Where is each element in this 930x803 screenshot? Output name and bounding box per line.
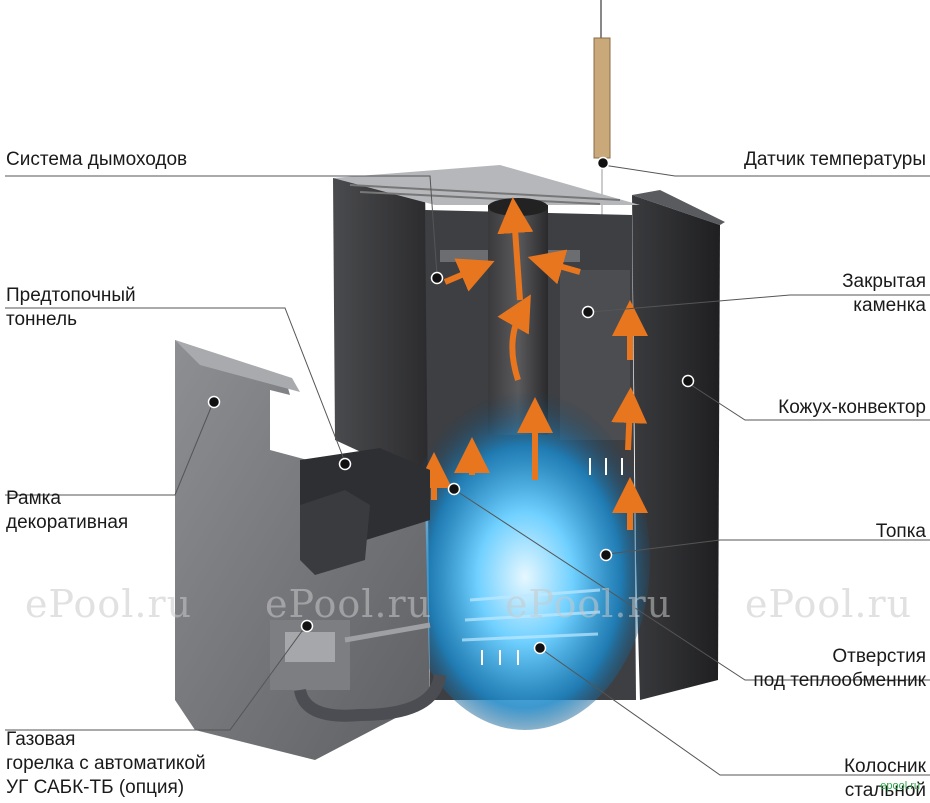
left-wall: [333, 178, 430, 470]
label-casing-convector: Кожух-конвектор: [778, 397, 926, 418]
corner-watermark: epool.ru: [880, 780, 920, 792]
casing-convector: [632, 195, 720, 700]
label-decorative-frame: Рамка декоративная: [6, 488, 129, 533]
label-chimney-system: Система дымоходов: [6, 149, 188, 170]
label-temperature-sensor: Датчик температуры: [744, 149, 926, 170]
label-pre-furnace-tunnel: Предтопочный тоннель: [6, 285, 136, 330]
label-firebox: Топка: [875, 521, 926, 542]
leader-lines: [5, 164, 930, 776]
label-heat-exchanger-holes: Отверстия под теплообменник: [753, 646, 926, 691]
label-gas-burner: Газовая горелка с автоматикой УГ САБК-ТБ…: [6, 729, 206, 798]
watermark: ePool.ru: [265, 582, 433, 626]
watermark: ePool.ru: [505, 582, 673, 626]
label-steel-grate: Колосник стальной: [843, 756, 926, 801]
watermark: ePool.ru: [25, 582, 193, 626]
label-closed-stones: Закрытая каменка: [842, 271, 926, 316]
callout-dots: [207, 156, 695, 655]
flame-glow: [400, 390, 650, 730]
watermark: ePool.ru: [745, 582, 913, 626]
air-inlet-arrows: [481, 458, 623, 665]
heat-flow-arrows: [416, 197, 648, 530]
gas-burner: [270, 490, 446, 722]
